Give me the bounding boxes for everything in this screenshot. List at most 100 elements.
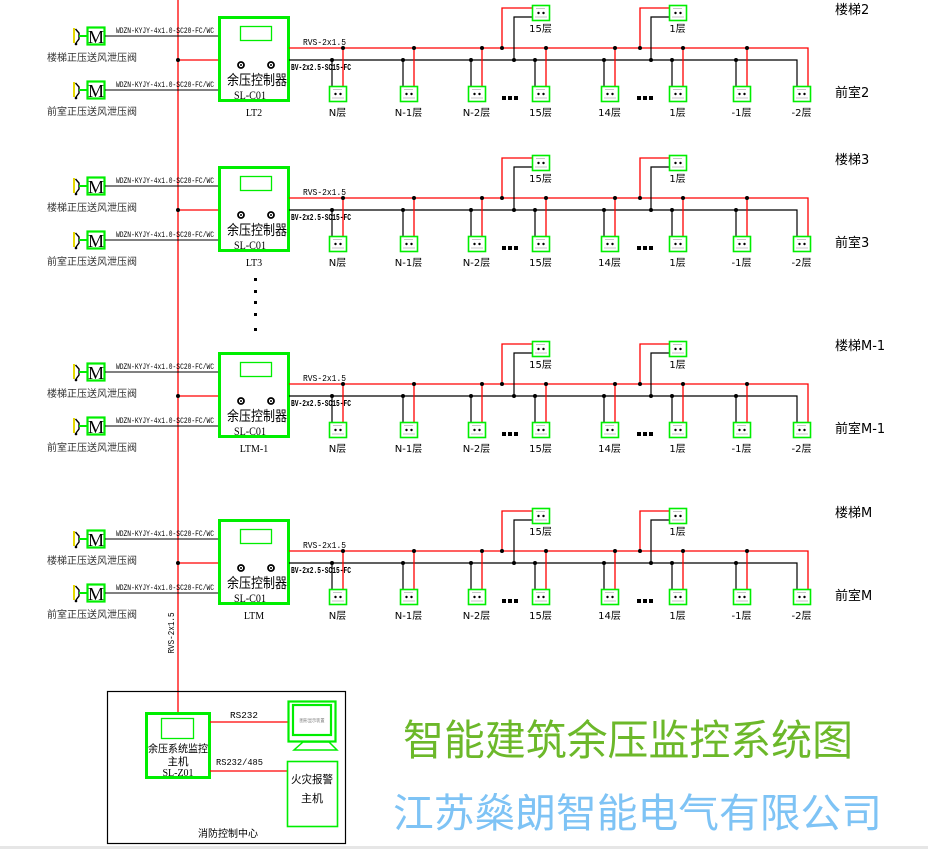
controller-name: 余压控制器 [227,222,287,239]
junction-dot [681,46,685,50]
indicator-lamp-center [270,567,272,569]
sensor-outline [732,588,752,606]
sensor-port [606,92,609,96]
motor-box [86,26,106,46]
sensor-port [542,11,545,15]
sensor-port [674,242,677,246]
pressure-sensor-icon [668,85,688,103]
motor-label: M [88,177,104,197]
ellipsis-dot [502,599,506,603]
pressure-sensor-icon [600,421,620,439]
ellipsis-dot [514,432,518,436]
stair-sensor-signal-feed [501,157,532,198]
sensor-port [798,595,801,599]
antechamber-sensor-label: N-1层 [395,443,422,455]
motor-label: M [88,417,104,437]
sensor-port [542,595,545,599]
junction-dot [734,208,738,212]
sensor-outline [668,85,688,103]
motorized-damper-icon: M [73,26,106,47]
motorized-damper-icon: M [73,230,106,251]
sensor-outline [531,588,551,606]
stair-sensor-label: 1层 [669,526,685,538]
junction-dot [401,561,405,565]
ellipsis-dot [649,246,653,250]
ellipsis-dot [649,96,653,100]
sensor-outline [668,340,688,358]
damper-label: 前室正压送风泄压阀 [47,608,137,621]
pressure-sensor-icon [600,235,620,253]
junction-dot [544,196,548,200]
trunk-cable-label: RVS-2x1.5 [167,613,177,654]
junction-dot [500,382,504,386]
sensor-port [803,595,806,599]
junction-dot [512,394,516,398]
sensor-port [478,595,481,599]
controller-screen [239,175,273,192]
junction-dot [544,549,548,553]
junction-dot [745,549,749,553]
motor-box [86,176,106,196]
sensor-port [611,428,614,432]
pressure-sensor-icon [732,85,752,103]
junction-dot [613,196,617,200]
junction-dot [602,394,606,398]
motorized-damper-icon: M [73,362,106,383]
junction-dot [745,382,749,386]
stair-zone-label: 楼梯M [835,506,872,521]
pressure-sensor-icon [328,235,348,253]
sensor-port [679,242,682,246]
sensor-port [674,428,677,432]
pressure-sensor-icon [531,4,551,22]
sensor-outline [668,507,688,525]
ellipsis-dot [637,599,641,603]
junction-dot [469,561,473,565]
ellipsis-dot [254,290,257,293]
motor-box [86,362,106,382]
sensor-outline [531,85,551,103]
sensor-port [405,242,408,246]
host-outline [145,712,211,779]
sensor-outline [531,507,551,525]
sensor-outline [792,235,812,253]
sensor-outline [328,85,348,103]
power-bus [289,59,798,86]
junction-dot [638,549,642,553]
sensor-outline [467,235,487,253]
antechamber-sensor-label: 15层 [529,257,552,269]
sensor-port [803,428,806,432]
antechamber-sensor-label: 14层 [598,443,621,455]
junction-dot [613,549,617,553]
damper-pivot [74,599,78,603]
antechamber-sensor-label: -2层 [792,610,812,622]
antechamber-zone-label: 前室M-1 [835,421,885,437]
junction-dot [638,382,642,386]
ellipsis-dot [254,278,257,281]
antechamber-sensor-label: 14层 [598,257,621,269]
sensor-port [537,92,540,96]
stair-sensor-signal-feed [501,7,532,48]
pressure-sensor-icon [531,154,551,172]
sensor-port [473,242,476,246]
sensor-port [798,242,801,246]
ellipsis-dot [643,599,647,603]
sensor-outline [328,588,348,606]
sensor-outline [531,235,551,253]
sensor-port [410,242,413,246]
junction-dot [613,382,617,386]
pressure-sensor-icon [792,588,812,606]
vertical-ellipsis-icon [254,278,257,331]
junction-dot [670,394,674,398]
junction-dot [544,46,548,50]
sensor-port [606,595,609,599]
sensor-port [473,428,476,432]
motor-box [86,583,106,603]
sensor-port [537,242,540,246]
sensor-port [537,428,540,432]
junction-dot [500,196,504,200]
antechamber-sensor-label: -1层 [732,610,752,622]
motor-label: M [88,27,104,47]
sensor-outline [732,421,752,439]
ellipsis-dot [502,246,506,250]
